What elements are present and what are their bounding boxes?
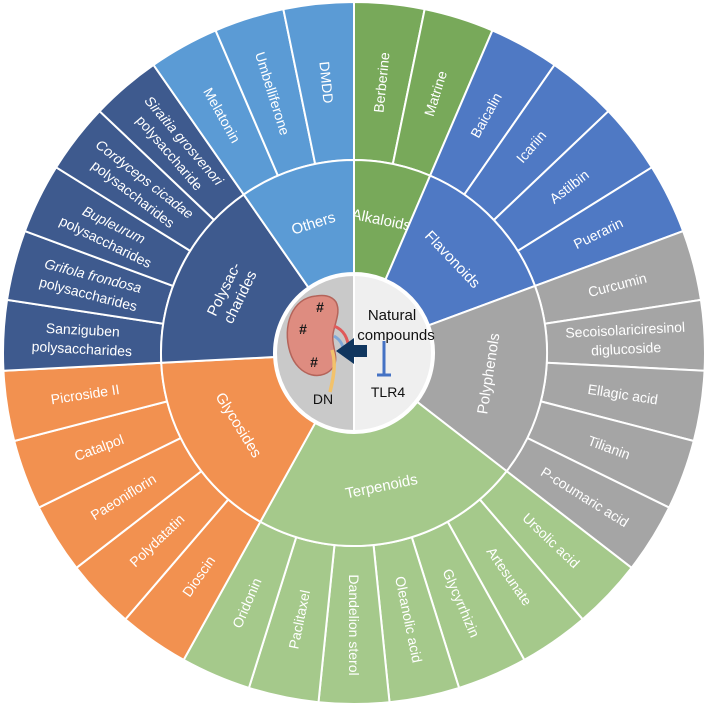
ureter-shape — [328, 349, 336, 393]
middle-ring: AlkaloidsFlavonoidsPolyphenolsTerpenoids… — [160, 158, 548, 547]
compound-label-dmdd: DMDD — [316, 61, 336, 104]
center-hub: # # # Natural compounds DN TLR4 — [275, 273, 435, 433]
compound-label-line: polysaccharides — [31, 338, 132, 359]
compound-label-line: DMDD — [316, 61, 336, 104]
compound-label-line: diglucoside — [591, 339, 662, 359]
compound-label-line: Berberine — [370, 51, 392, 113]
center-title-line2: compounds — [357, 327, 435, 344]
dn-label: DN — [313, 391, 333, 407]
compound-label-line: Sanziguben — [45, 320, 120, 340]
inhibition-arrow-icon — [336, 338, 367, 364]
category-sector-others — [242, 158, 355, 289]
lesion-mark: # — [310, 354, 318, 370]
lesion-mark: # — [299, 321, 307, 337]
category-sector-terpenoids — [258, 400, 509, 547]
lesion-mark: # — [316, 299, 324, 315]
category-sector-polysaccharides — [160, 193, 310, 364]
inhibition-bar-icon — [377, 341, 391, 377]
category-sector-polyphenols — [415, 284, 548, 473]
compound-label-line: Dandelion sterol — [346, 574, 362, 675]
compound-label-line: Secoisolariciresinol — [565, 319, 685, 341]
category-sector-glycosides — [160, 356, 317, 524]
tlr4-label: TLR4 — [371, 384, 405, 400]
category-sector-flavonoids — [384, 174, 537, 327]
center-title-line1: Natural — [368, 307, 416, 324]
kidney-shape — [286, 294, 339, 377]
kidney-icon: # # # — [286, 294, 351, 393]
hub-right-half — [353, 273, 433, 433]
compound-label-berberine: Berberine — [370, 51, 392, 113]
compound-label-dandelion-sterol: Dandelion sterol — [346, 574, 362, 675]
